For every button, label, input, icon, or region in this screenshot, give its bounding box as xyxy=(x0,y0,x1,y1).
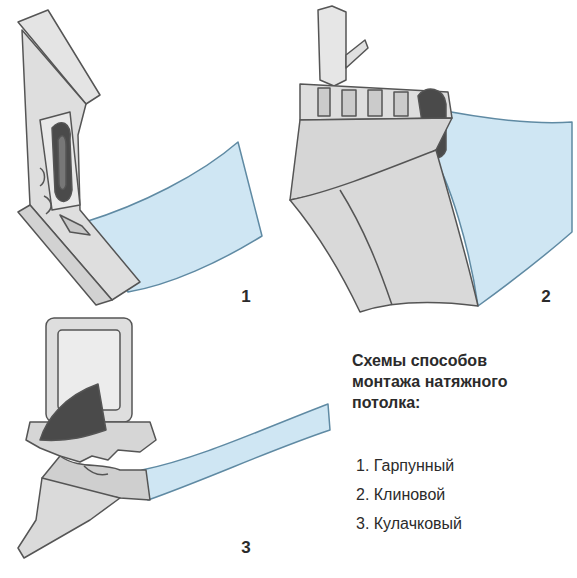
diagram-title: Схемы способов монтажа натяжного потолка… xyxy=(352,350,552,413)
method-item: 3. Кулачковый xyxy=(356,514,571,534)
harpoon-profile xyxy=(18,10,262,305)
wedge-profile xyxy=(290,6,572,312)
callout-number: 2 xyxy=(536,287,556,307)
callout-number: 1 xyxy=(236,287,256,307)
callout-number: 3 xyxy=(236,538,256,558)
method-item: 2. Клиновой xyxy=(356,485,571,505)
method-item: 1. Гарпунный xyxy=(356,456,571,476)
cam-profile xyxy=(18,318,330,558)
